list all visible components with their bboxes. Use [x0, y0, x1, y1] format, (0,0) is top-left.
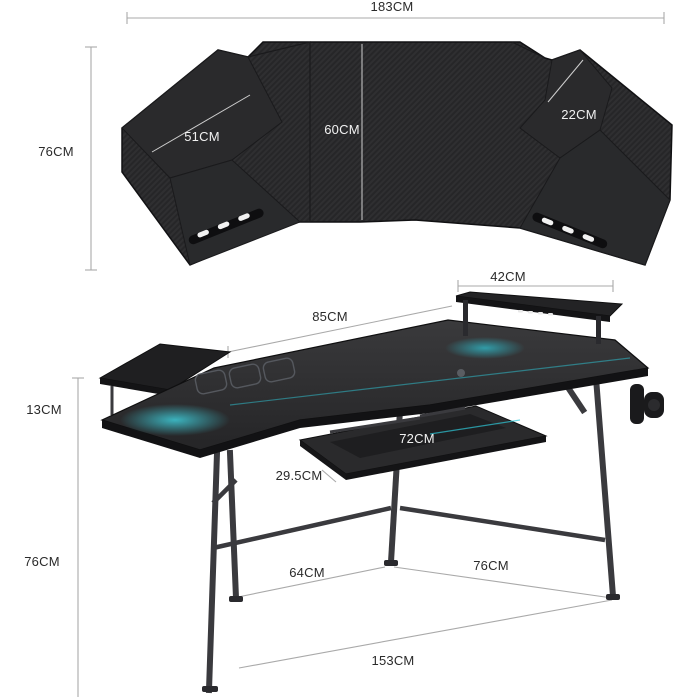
leg-depth-dimension-line [237, 566, 386, 598]
desk-segment-dimension-line [227, 305, 453, 353]
desk-feet [202, 560, 620, 692]
top-depth-label: 76CM [38, 144, 73, 159]
top-corner-label: 22CM [561, 107, 596, 122]
top-width-label: 183CM [371, 0, 414, 14]
leg-side-label: 76CM [473, 558, 508, 573]
vent-grille [194, 357, 296, 395]
leg-depth-label: 64CM [289, 565, 324, 580]
mouse-pad-platform [98, 343, 232, 391]
headphone-hook-icon [630, 384, 664, 424]
base-width-dimension-line [238, 599, 613, 669]
base-width-label: 153CM [372, 653, 415, 668]
desk-segment-label: 85CM [312, 309, 347, 324]
shelf-led-dots [518, 310, 553, 316]
top-view: 183CM 76CM [38, 0, 673, 271]
leg-side-dimension-line [393, 566, 613, 599]
monitor-shelf-label: 42CM [490, 269, 525, 284]
keyboard-tray-width-label: 72CM [399, 431, 434, 446]
left-led-strip [188, 208, 264, 245]
left-glow [120, 404, 230, 436]
mouse-pad-label: 13CM [26, 402, 61, 417]
top-side-wing-label: 51CM [184, 129, 219, 144]
right-led-strip [532, 212, 608, 249]
perspective-view: 153CM 64CM 76CM 76CM 13CM 85CM 42CM [24, 269, 664, 697]
height-label: 76CM [24, 554, 59, 569]
top-center-depth-label: 60CM [324, 122, 359, 137]
keyboard-tray-depth-label: 29.5CM [276, 468, 323, 483]
right-glow [445, 337, 525, 359]
